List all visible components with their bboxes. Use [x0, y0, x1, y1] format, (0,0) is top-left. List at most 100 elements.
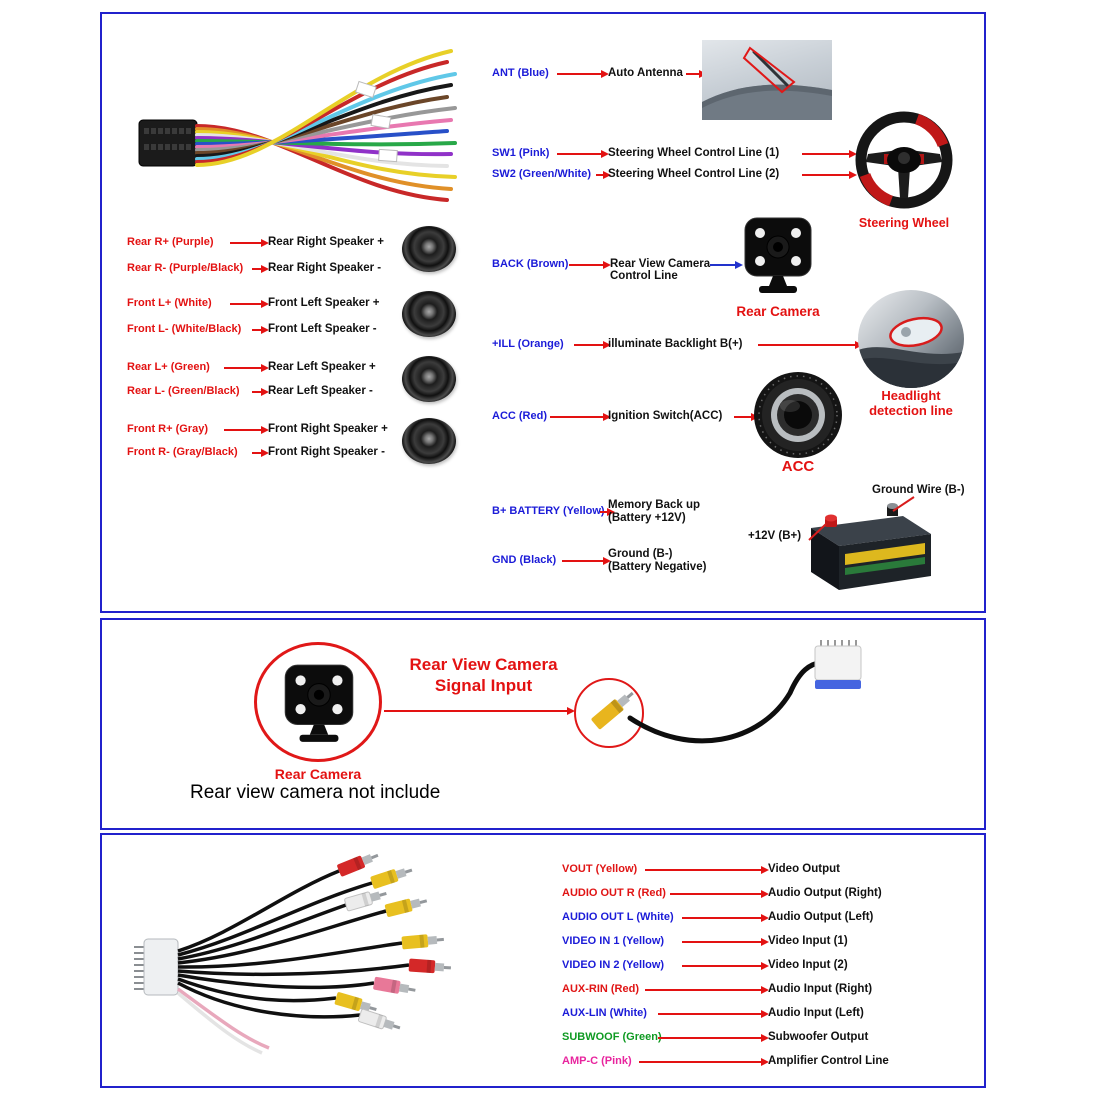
- arrow-connector: [682, 938, 769, 946]
- wire-label: Front L- (White/Black): [127, 323, 242, 335]
- arrow-connector: [230, 239, 269, 247]
- wire-label: ANT (Blue): [492, 67, 549, 79]
- function-label: Memory Back up: [608, 499, 701, 511]
- arrow-connector: [802, 171, 857, 179]
- wire-label: VOUT (Yellow): [562, 863, 638, 875]
- arrow-connector: [224, 426, 269, 434]
- function-label: Video Input (1): [768, 935, 848, 947]
- function-label: Rear Left Speaker -: [268, 385, 373, 397]
- headlight-caption: detection line: [869, 403, 953, 418]
- wire-label: Rear L+ (Green): [127, 361, 210, 373]
- arrow-connector: [734, 413, 759, 421]
- function-label: Front Left Speaker -: [268, 323, 377, 335]
- wire-label: Rear R- (Purple/Black): [127, 262, 244, 274]
- camera-highlight-circle: [254, 642, 382, 762]
- steering-wheel-caption: Steering Wheel: [858, 216, 950, 230]
- arrow-connector: [639, 1058, 769, 1066]
- arrow-connector: [557, 150, 609, 158]
- function-label: Control Line: [610, 270, 678, 282]
- arrow-connector: [574, 341, 611, 349]
- rear-camera-caption: Rear Camera: [274, 766, 362, 782]
- arrow-connector: [252, 265, 269, 273]
- rca-plug-highlight-circle: [574, 678, 644, 748]
- arrow-connector: [550, 413, 611, 421]
- function-label: Audio Output (Left): [768, 911, 874, 923]
- acc-ignition-photo: [754, 372, 842, 458]
- function-label: (Battery +12V): [608, 512, 686, 524]
- rear-camera-caption: Rear Camera: [736, 304, 820, 319]
- arrow-connector: [670, 890, 769, 898]
- wire-label: GND (Black): [492, 554, 557, 566]
- auto-antenna-photo: [702, 40, 832, 120]
- wire-label: SUBWOOF (Green): [562, 1031, 662, 1043]
- panel2-title: Rear View Camera Signal Input: [386, 654, 581, 696]
- wire-label: +ILL (Orange): [492, 338, 564, 350]
- function-label: Audio Input (Right): [768, 983, 873, 995]
- arrow-connector: [252, 388, 269, 396]
- battery-photo: [808, 503, 931, 590]
- arrow-connector: [562, 557, 611, 565]
- wire-label: AUDIO OUT L (White): [562, 911, 674, 923]
- wire-label: AUDIO OUT R (Red): [562, 887, 666, 899]
- function-label: illuminate Backlight B(+): [608, 338, 743, 350]
- wire-label: Front R+ (Gray): [127, 423, 208, 435]
- arrow-connector: [682, 962, 769, 970]
- rca-cable-bundle-image: [134, 853, 452, 1055]
- function-label: Rear Right Speaker -: [268, 262, 382, 274]
- function-label: Steering Wheel Control Line (2): [608, 168, 780, 180]
- battery-positive-label: +12V (B+): [748, 530, 802, 542]
- speaker-icon: [402, 418, 456, 464]
- wire-label: Front R- (Gray/Black): [127, 446, 238, 458]
- wire-label: SW2 (Green/White): [492, 168, 592, 180]
- wire-label: Rear L- (Green/Black): [127, 385, 240, 397]
- battery-ground-pointer: [892, 496, 915, 512]
- arrow-connector: [252, 449, 269, 457]
- rca-output-panel: VOUT (Yellow) Video Output AUDIO OUT R (…: [100, 833, 986, 1088]
- arrow-connector: [645, 986, 769, 994]
- wire-label: BACK (Brown): [492, 258, 569, 270]
- speaker-icon: [402, 226, 456, 272]
- function-label: Video Output: [768, 863, 840, 875]
- arrow-connector: [569, 261, 611, 269]
- function-label: Front Right Speaker -: [268, 446, 385, 458]
- speaker-icon: [402, 291, 456, 337]
- camera-not-included-note: Rear view camera not include: [190, 782, 441, 803]
- function-label: Ground (B-): [608, 548, 673, 560]
- wiring-harness-image: [138, 49, 457, 202]
- arrow-connector: [658, 1010, 769, 1018]
- arrow-connector: [384, 707, 575, 715]
- function-label: Front Right Speaker +: [268, 423, 388, 435]
- rear-camera-input-panel: Rear Camera Rear view camera not include…: [100, 618, 986, 830]
- function-label: Audio Output (Right): [768, 887, 882, 899]
- camera-adapter-cable-image: [627, 640, 862, 744]
- function-label: Steering Wheel Control Line (1): [608, 147, 780, 159]
- function-label: (Battery Negative): [608, 561, 707, 573]
- yellow-rca-plug-image: [591, 691, 634, 730]
- function-label: Rear Right Speaker +: [268, 236, 385, 248]
- arrow-connector: [645, 866, 769, 874]
- steering-wheel-photo: [855, 111, 953, 209]
- function-label: Subwoofer Output: [768, 1031, 869, 1043]
- arrow-connector-blue: [710, 261, 743, 269]
- wire-label: VIDEO IN 1 (Yellow): [562, 935, 665, 947]
- function-label: Rear Left Speaker +: [268, 361, 376, 373]
- arrow-connector: [802, 150, 857, 158]
- function-label: Rear View Camera: [610, 258, 711, 270]
- arrow-connector: [600, 508, 615, 516]
- arrow-connector: [758, 341, 863, 349]
- wire-label: VIDEO IN 2 (Yellow): [562, 959, 665, 971]
- wire-label: SW1 (Pink): [492, 147, 550, 159]
- arrow-connector: [224, 364, 269, 372]
- wire-label: AUX-LIN (White): [562, 1007, 647, 1019]
- wire-label: AMP-C (Pink): [562, 1055, 632, 1067]
- arrow-connector: [596, 171, 611, 179]
- arrow-connector: [682, 914, 769, 922]
- wire-label: AUX-RIN (Red): [562, 983, 639, 995]
- wire-label: Front L+ (White): [127, 297, 212, 309]
- wire-label: B+ BATTERY (Yellow): [492, 505, 605, 517]
- function-label: Video Input (2): [768, 959, 848, 971]
- arrow-connector: [252, 326, 269, 334]
- acc-caption: ACC: [781, 458, 815, 475]
- panel2-title-line1: Rear View Camera: [409, 655, 558, 674]
